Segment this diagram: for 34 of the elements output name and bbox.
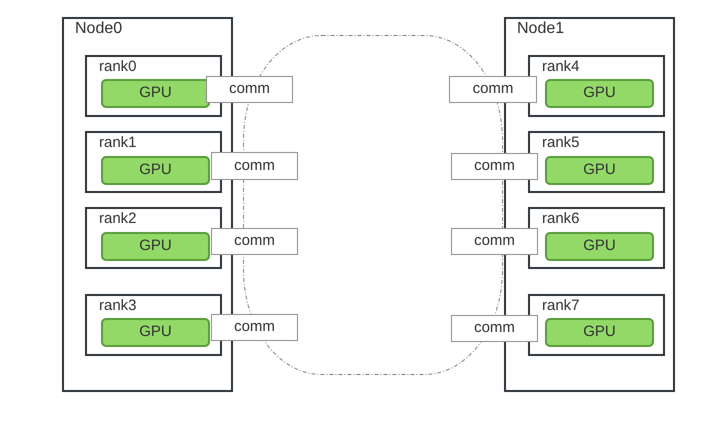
rank-label: rank3 [99,296,137,315]
comm-block: comm [449,76,537,103]
rank-label: rank4 [542,57,580,76]
rank-label: rank5 [542,133,580,152]
comm-block: comm [451,315,538,342]
gpu-block: GPU [101,156,210,185]
node-label: Node1 [517,19,564,39]
comm-block: comm [211,228,298,255]
rank-label: rank0 [99,57,137,76]
gpu-block: GPU [545,318,654,347]
rank-frame [85,131,222,193]
rank-frame [85,55,222,117]
rank-label: rank2 [99,209,137,228]
rank-frame [528,131,665,193]
comm-block: comm [211,152,298,180]
rank-frame [85,207,222,269]
comm-block: comm [206,76,293,103]
comm-block: comm [451,228,538,255]
rank-label: rank6 [542,209,580,228]
gpu-block: GPU [545,79,654,108]
rank-frame [85,294,222,356]
rank-frame [528,55,665,117]
rank-frame [528,294,665,356]
comm-block: comm [211,314,298,341]
rank-label: rank1 [99,133,137,152]
comm-block: comm [451,153,538,180]
node-label: Node0 [75,19,122,39]
gpu-block: GPU [545,156,654,185]
rank-label: rank7 [542,296,580,315]
rank-frame [528,207,665,269]
gpu-block: GPU [545,232,654,261]
gpu-block: GPU [101,232,210,261]
gpu-block: GPU [101,79,210,108]
gpu-block: GPU [101,318,210,347]
